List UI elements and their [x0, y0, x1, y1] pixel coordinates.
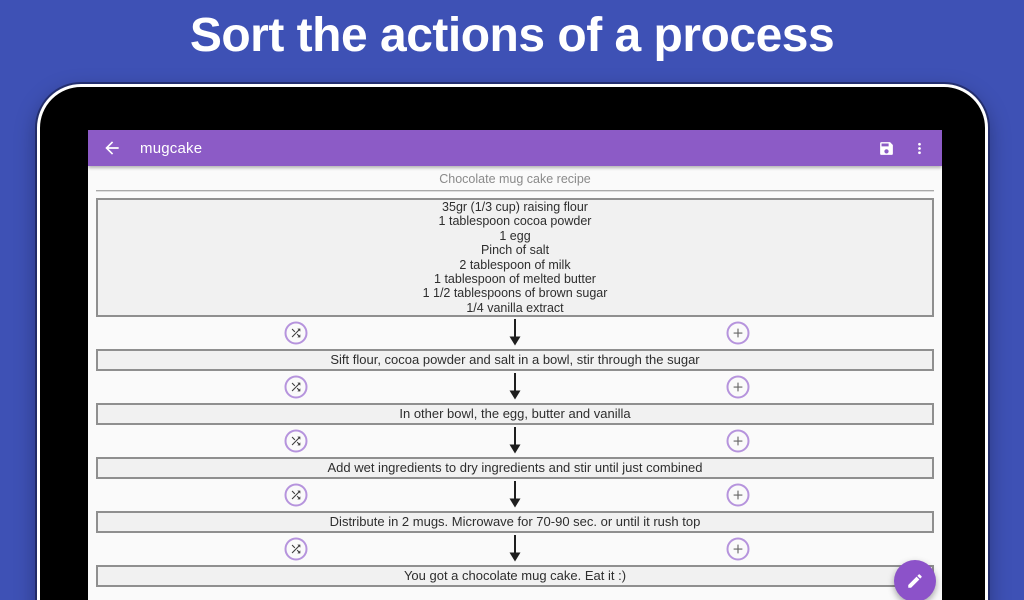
plus-icon — [733, 490, 743, 500]
process-title-field[interactable]: Chocolate mug cake recipe — [439, 172, 591, 186]
arrow-down-icon — [508, 481, 522, 508]
shuffle-icon — [291, 436, 301, 446]
swap-button[interactable] — [284, 375, 308, 399]
process-canvas: Chocolate mug cake recipe 35gr (1/3 cup)… — [88, 172, 942, 587]
back-button[interactable] — [102, 138, 122, 158]
save-icon — [880, 141, 893, 155]
shuffle-icon — [291, 490, 301, 500]
ingredient-line: 1 tablespoon cocoa powder — [438, 214, 592, 229]
connector-row — [96, 533, 934, 565]
arrow-down-icon — [508, 319, 522, 346]
add-step-button[interactable] — [726, 483, 750, 507]
overflow-menu-icon — [918, 142, 921, 154]
arrow-down-icon — [508, 535, 522, 562]
edit-fab[interactable] — [894, 560, 936, 600]
add-step-button[interactable] — [726, 537, 750, 561]
ingredient-line: 2 tablespoon of milk — [459, 257, 571, 272]
plus-icon — [733, 328, 743, 338]
step-node[interactable]: You got a chocolate mug cake. Eat it :) — [96, 565, 934, 587]
plus-icon — [733, 544, 743, 554]
step-node[interactable]: Add wet ingredients to dry ingredients a… — [96, 457, 934, 479]
swap-button[interactable] — [284, 429, 308, 453]
arrow-down-icon — [508, 427, 522, 454]
plus-icon — [733, 436, 743, 446]
swap-button[interactable] — [284, 537, 308, 561]
app-bar: mugcake — [88, 130, 942, 166]
swap-button[interactable] — [284, 321, 308, 345]
arrow-back-icon — [105, 141, 119, 155]
ingredient-line: Pinch of salt — [480, 243, 550, 258]
connector-row — [96, 425, 934, 457]
arrow-down-icon — [508, 373, 522, 400]
shuffle-icon — [291, 544, 301, 554]
plus-icon — [733, 382, 743, 392]
connector-row — [96, 371, 934, 403]
step-node[interactable]: In other bowl, the egg, butter and vanil… — [96, 403, 934, 425]
ingredient-line: 1 tablespoon of melted butter — [434, 271, 596, 286]
shuffle-icon — [291, 328, 301, 338]
app-title: mugcake — [140, 139, 203, 157]
title-underline — [96, 190, 934, 192]
tablet-frame: mugcake Chocolate mug cake recipe 35gr (… — [37, 84, 988, 600]
pencil-icon — [908, 574, 922, 588]
add-step-button[interactable] — [726, 429, 750, 453]
ingredients-node[interactable]: 35gr (1/3 cup) raising flour 1 tablespoo… — [96, 198, 934, 317]
overflow-menu-button[interactable] — [911, 140, 928, 157]
shuffle-icon — [291, 382, 301, 392]
ingredient-line: 1 1/2 tablespoons of brown sugar — [422, 286, 608, 301]
swap-button[interactable] — [284, 483, 308, 507]
add-step-button[interactable] — [726, 375, 750, 399]
step-node[interactable]: Sift flour, cocoa powder and salt in a b… — [96, 349, 934, 371]
connector-row — [96, 317, 934, 349]
ingredient-line: 1/4 vanilla extract — [466, 300, 564, 315]
ingredient-line: 1 egg — [499, 228, 531, 243]
banner-title: Sort the actions of a process — [189, 9, 835, 62]
step-node[interactable]: Distribute in 2 mugs. Microwave for 70-9… — [96, 511, 934, 533]
ingredient-line: 35gr (1/3 cup) raising flour — [442, 199, 588, 214]
connector-row — [96, 479, 934, 511]
save-button[interactable] — [878, 140, 895, 157]
add-step-button[interactable] — [726, 321, 750, 345]
tablet-screen: mugcake Chocolate mug cake recipe 35gr (… — [88, 130, 942, 600]
